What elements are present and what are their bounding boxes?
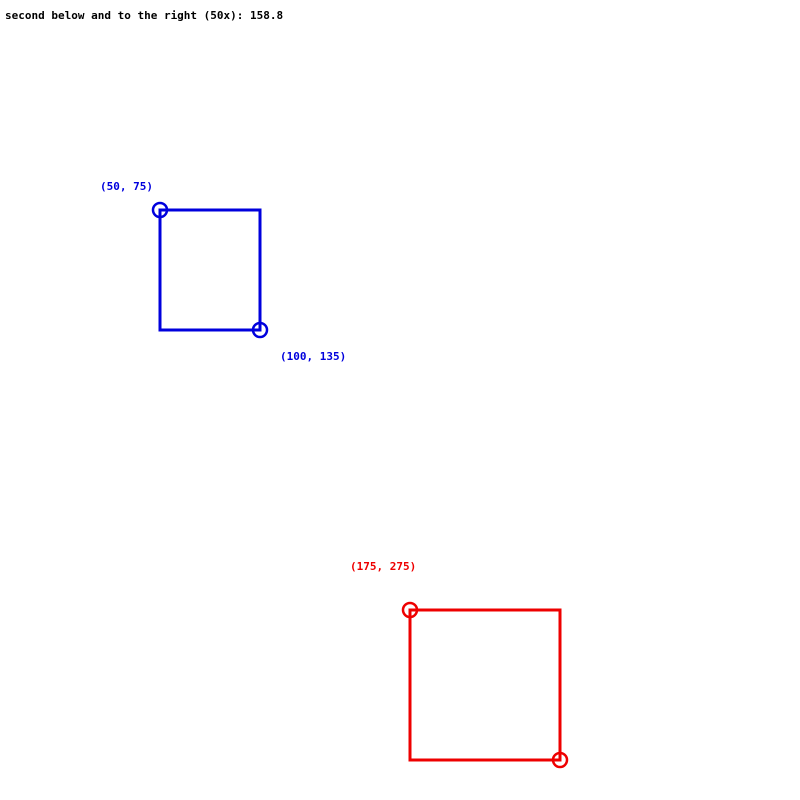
blue-corner1-label: (50, 75) bbox=[100, 180, 153, 193]
blue-corner1-marker bbox=[151, 201, 169, 219]
red-corner1-label: (175, 275) bbox=[350, 560, 416, 573]
distance-readout: second below and to the right (50x): 158… bbox=[5, 9, 284, 22]
blue-rectangle-group: (50, 75) (100, 135) bbox=[100, 180, 346, 363]
blue-rectangle bbox=[158, 208, 262, 332]
red-rectangle-group: (175, 275) bbox=[350, 560, 569, 769]
red-rectangle bbox=[408, 608, 562, 762]
blue-corner2-label: (100, 135) bbox=[280, 350, 346, 363]
red-corner1-marker bbox=[401, 601, 419, 619]
red-corner2-marker bbox=[551, 751, 569, 769]
blue-corner2-marker bbox=[251, 321, 269, 339]
